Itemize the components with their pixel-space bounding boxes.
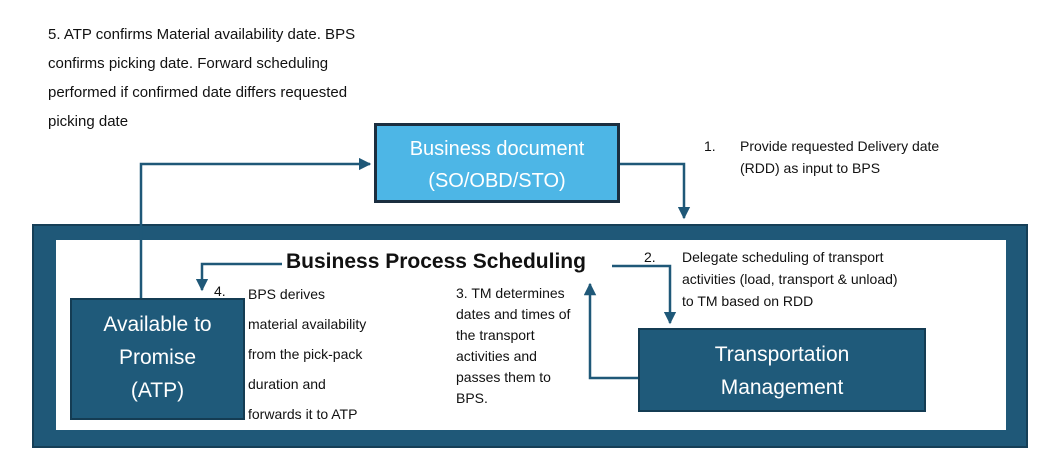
- note-step-4-line: BPS derives: [248, 286, 326, 302]
- note-step-5: 5. ATP confirms Material availability da…: [48, 20, 355, 136]
- note-step-1-line: (RDD) as input to BPS: [740, 160, 881, 176]
- note-step-2-number: 2.: [644, 249, 656, 265]
- note-step-5-line: 5. ATP confirms Material availability da…: [48, 26, 356, 43]
- note-step-2-line: Delegate scheduling of transport: [682, 249, 884, 265]
- note-step-3-line: the transport: [456, 327, 535, 343]
- arrow-tm-to-bps: [583, 282, 638, 380]
- note-step-4-line: from the pick-pack: [248, 346, 363, 362]
- note-step-4-number: 4.: [214, 283, 226, 299]
- arrow-atp-to-business-document: [139, 157, 372, 298]
- tm-label-line: Management: [720, 376, 844, 399]
- business-document-box: Business document (SO/OBD/STO): [374, 123, 620, 203]
- note-step-3-line: BPS.: [456, 390, 488, 406]
- note-step-5-line: picking date: [48, 113, 129, 130]
- transportation-management-box: Transportation Management: [638, 328, 926, 412]
- note-step-4-line: material availability: [248, 316, 367, 332]
- arrow-bps-to-atp: [195, 262, 282, 292]
- arrow-bps-to-tm: [612, 264, 677, 325]
- atp-box: Available to Promise (ATP): [70, 298, 245, 420]
- note-step-3-line: activities and: [456, 348, 537, 364]
- note-step-3-line: dates and times of: [456, 306, 571, 322]
- atp-label-line: Promise: [118, 346, 197, 369]
- business-document-sublabel: (SO/OBD/STO): [428, 170, 566, 192]
- note-step-2-line: activities (load, transport & unload): [682, 271, 898, 287]
- note-step-3-line: 3. TM determines: [456, 285, 565, 301]
- note-step-5-line: performed if confirmed date differs requ…: [48, 84, 348, 101]
- note-step-4-line: forwards it to ATP: [248, 406, 358, 422]
- note-step-1-line: Provide requested Delivery date: [740, 138, 940, 154]
- note-step-5-line: confirms picking date. Forward schedulin…: [48, 55, 329, 72]
- note-step-3-line: passes them to: [456, 369, 551, 385]
- note-step-3: 3. TM determines dates and times of the …: [456, 283, 570, 409]
- note-step-2: Delegate scheduling of transport activit…: [682, 246, 898, 312]
- bps-title: Business Process Scheduling: [286, 250, 586, 273]
- note-step-1-number: 1.: [704, 138, 716, 154]
- atp-label-line: Available to: [103, 313, 212, 336]
- note-step-2-line: to TM based on RDD: [682, 293, 814, 309]
- note-step-1: Provide requested Delivery date (RDD) as…: [740, 135, 939, 179]
- business-document-label: Business document: [409, 138, 585, 160]
- arrow-business-document-to-bps: [620, 162, 691, 220]
- note-step-4-line: duration and: [248, 376, 326, 392]
- note-step-4: BPS derives material availability from t…: [248, 279, 366, 429]
- tm-label-line: Transportation: [714, 343, 850, 366]
- atp-label-line: (ATP): [130, 379, 185, 402]
